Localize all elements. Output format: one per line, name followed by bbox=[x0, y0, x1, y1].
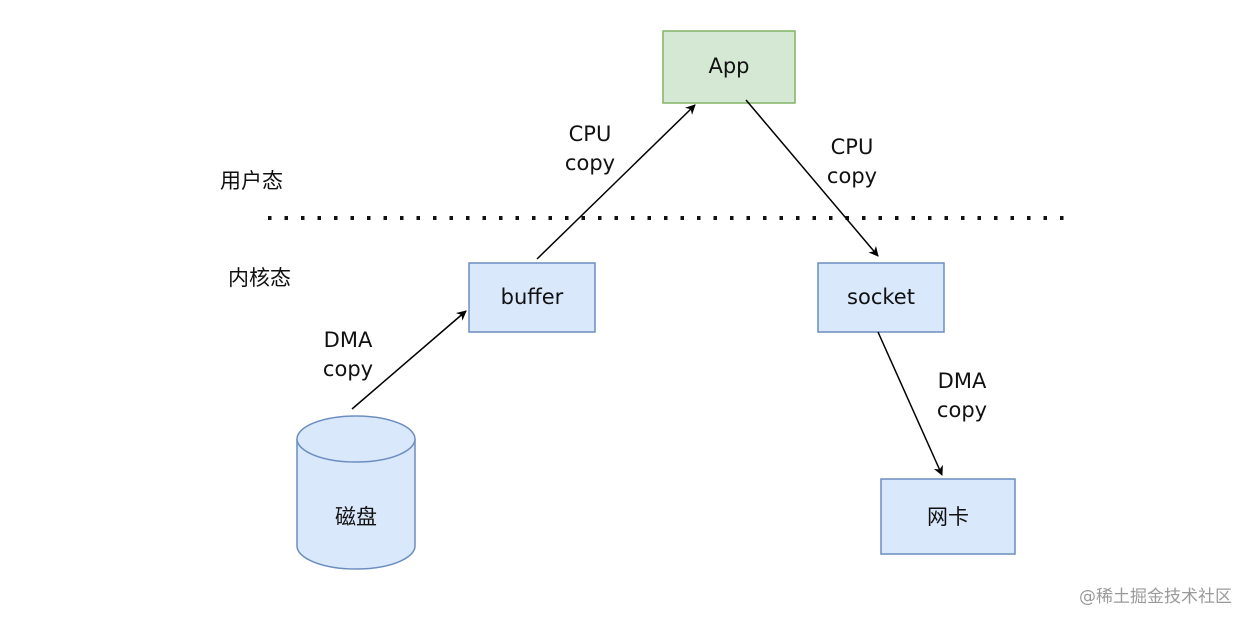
nic-label: 网卡 bbox=[927, 505, 969, 529]
watermark-text: @稀土掘金技术社区 bbox=[1079, 587, 1232, 607]
socket-node[interactable]: socket bbox=[817, 262, 945, 333]
nic-node[interactable]: 网卡 bbox=[880, 478, 1016, 555]
arrow-socket-to-nic bbox=[877, 331, 943, 476]
edge-label-line1: CPU bbox=[831, 135, 874, 159]
edge-label-line2: copy bbox=[937, 398, 987, 422]
buffer-node[interactable]: buffer bbox=[468, 262, 596, 333]
edge-label-app-to-socket: CPU copy bbox=[827, 135, 877, 188]
edge-label-line2: copy bbox=[827, 164, 877, 188]
edge-label-line2: copy bbox=[565, 151, 615, 175]
disk-label: 磁盘 bbox=[335, 505, 377, 529]
edge-label-disk-to-buffer: DMA copy bbox=[323, 328, 373, 381]
disk-cylinder-top bbox=[296, 415, 416, 463]
socket-label: socket bbox=[847, 285, 915, 309]
nic-box bbox=[880, 478, 1016, 555]
app-box bbox=[662, 30, 796, 104]
edge-label-buffer-to-app: CPU copy bbox=[565, 122, 615, 175]
app-node[interactable]: App bbox=[662, 30, 796, 104]
arrow-app-to-socket bbox=[745, 99, 879, 257]
arrow-disk-to-buffer bbox=[351, 310, 467, 410]
kernel-mode-label: 内核态 bbox=[228, 266, 291, 290]
disk-node[interactable]: 磁盘 bbox=[296, 415, 416, 570]
arrow-buffer-to-app bbox=[536, 104, 696, 260]
disk-cylinder-body bbox=[296, 439, 416, 570]
edge-label-line1: DMA bbox=[324, 328, 373, 352]
edge-label-line1: CPU bbox=[569, 122, 612, 146]
socket-box bbox=[817, 262, 945, 333]
edge-label-socket-to-nic: DMA copy bbox=[937, 369, 987, 422]
buffer-label: buffer bbox=[501, 285, 564, 309]
buffer-box bbox=[468, 262, 596, 333]
app-label: App bbox=[708, 54, 749, 78]
edge-label-line1: DMA bbox=[938, 369, 987, 393]
edge-label-line2: copy bbox=[323, 357, 373, 381]
user-mode-label: 用户态 bbox=[220, 169, 283, 193]
